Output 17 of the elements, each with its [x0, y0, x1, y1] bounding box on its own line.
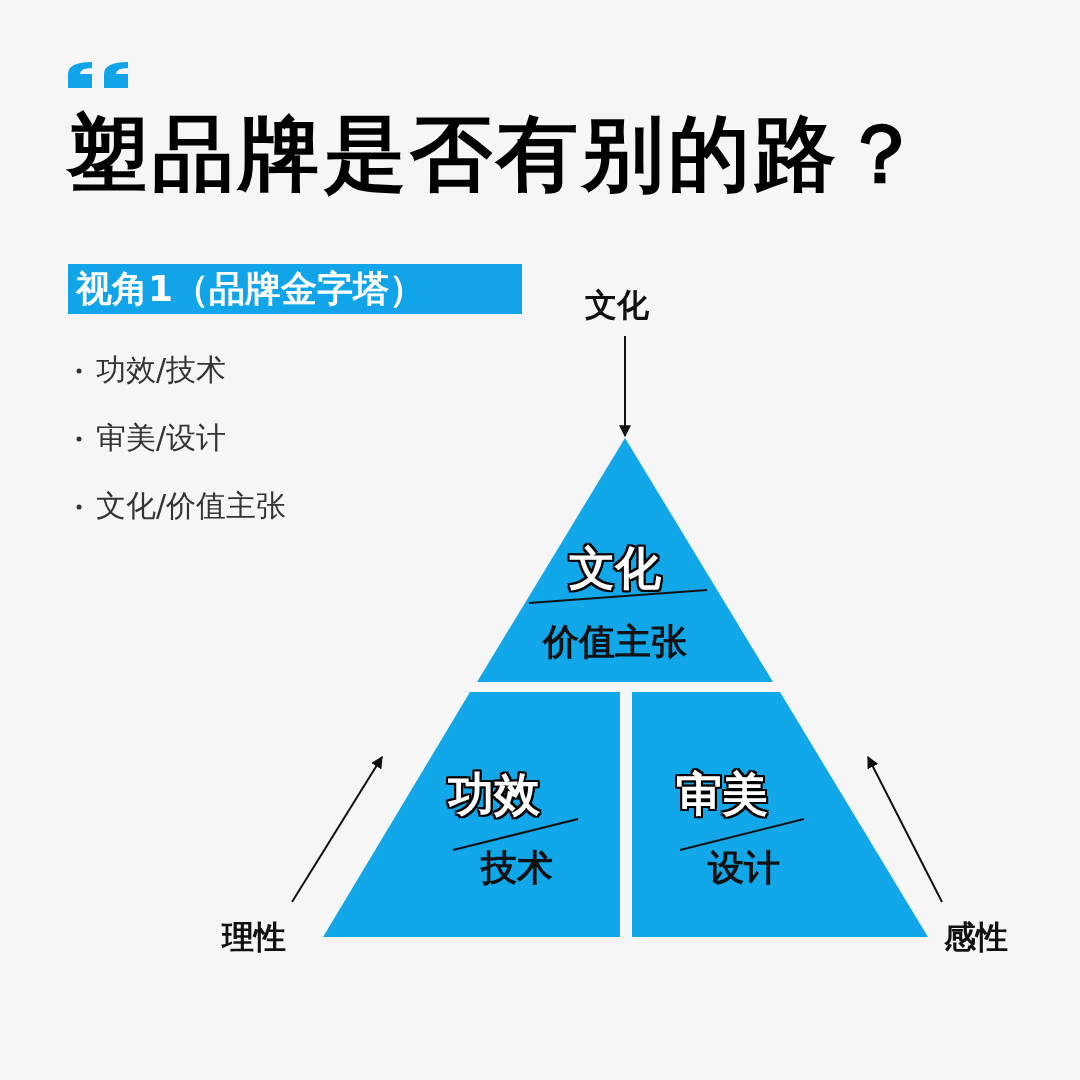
arrow — [291, 756, 383, 903]
arrow — [867, 755, 943, 903]
segment-heading: 功效 — [448, 766, 540, 823]
axis-label: 感性 — [944, 916, 1024, 958]
axis-label: 理性 — [222, 916, 302, 958]
arrow — [619, 335, 631, 438]
segment-subtext: 技术 — [481, 846, 553, 890]
axis-label: 文化 — [585, 284, 665, 326]
bullet-text: 文化/价值主张 — [96, 487, 287, 525]
segment-heading: 审美 — [676, 766, 768, 823]
segment-heading: 文化 — [569, 540, 661, 597]
bullet-text: 审美/设计 — [96, 419, 227, 457]
title: 塑品牌是否有别的路？ — [66, 105, 926, 203]
segment-subtext: 设计 — [708, 846, 780, 890]
bullet-text: 功效/技术 — [96, 351, 227, 389]
segment-subtext: 价值主张 — [543, 620, 687, 664]
heading-band: 视角1（品牌金字塔） — [68, 264, 522, 314]
